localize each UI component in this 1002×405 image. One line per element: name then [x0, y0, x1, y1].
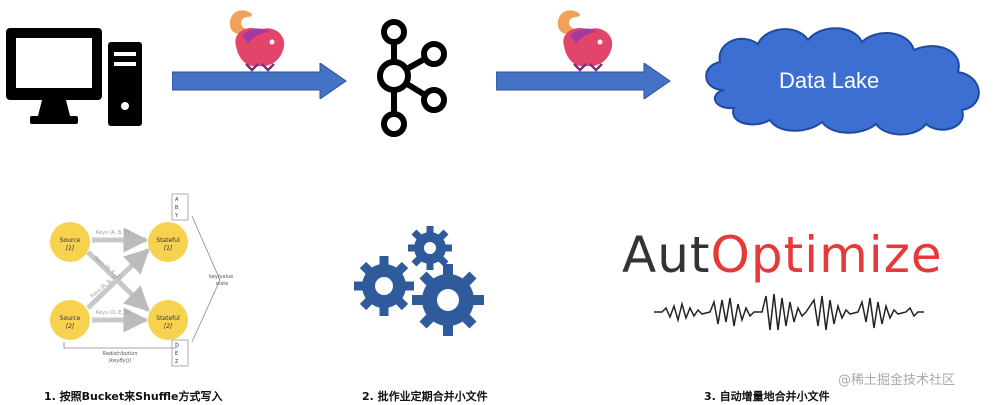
flink-logo-1-back [242, 28, 270, 44]
state-label: key/value state [209, 274, 235, 287]
tower-slot-1 [114, 52, 136, 56]
monitor-stand [38, 100, 70, 116]
flink-logo-1-eye [269, 39, 275, 45]
gears-icon [354, 226, 484, 336]
flow-arrow-1-shape [172, 63, 347, 99]
state-table-top-row-2: B [175, 205, 179, 211]
state-table-top-row-3: Y [174, 213, 179, 219]
flink-logo-1-feet [245, 63, 275, 72]
state-bracket [191, 215, 221, 343]
edge-bottom-label: Keys (D, E, Z) [96, 310, 130, 316]
tower-button [121, 102, 129, 110]
caption-3: 3. 自动增量地合并小文件 [704, 390, 830, 403]
source-node-2 [50, 300, 90, 340]
flink-logo-1-tail [229, 10, 252, 35]
state-table-top-row-1: A [175, 197, 179, 203]
autooptimize-logo: AutOptimize [622, 226, 943, 284]
flow-arrow-1 [172, 63, 347, 99]
kafka-node-lower-right [421, 87, 447, 113]
source-node-1 [50, 222, 90, 262]
data-lake-cloud-icon [705, 27, 980, 136]
flink-squirrel-logo [557, 10, 613, 72]
gear-small-top [408, 226, 452, 270]
desktop-computer-icon [6, 28, 142, 126]
flink-logo-2-tail [557, 10, 580, 35]
kafka-node-top [381, 19, 407, 45]
flink-squirrel-logo [229, 10, 285, 72]
waveform-line [654, 293, 924, 331]
state-table-bottom-row-1: D [175, 343, 179, 349]
gear-right-large [412, 264, 484, 336]
shuffle-diagram: Keys (A, B, Y) Keys (D, E, Z) Keys (D, E… [50, 193, 235, 367]
autooptimize-part-1: Aut [622, 226, 711, 284]
redistribution-label: Redistribution [102, 351, 137, 357]
stateful-2-index: [2] [164, 323, 173, 330]
source-1-label: Source [60, 237, 81, 244]
watermark: @稀土掘金技术社区 [838, 373, 956, 388]
waveform-icon [654, 293, 924, 331]
source-2-index: [2] [66, 323, 75, 330]
stateful-1-label: Stateful [156, 237, 180, 244]
stateful-node-2 [148, 300, 188, 340]
source-1-index: [1] [66, 245, 75, 252]
flink-logo-2-back [570, 28, 598, 44]
data-lake-label: Data Lake [779, 68, 880, 93]
state-label-line-1: key/value [209, 274, 233, 280]
state-table-bottom-row-3: Z [175, 359, 179, 365]
flow-arrow-2-shape [496, 63, 671, 99]
edge-top-label: Keys (A, B, Y) [96, 230, 129, 236]
autooptimize-part-2: O [710, 226, 751, 284]
kafka-node-bottom [381, 111, 407, 137]
stateful-1-index: [1] [164, 245, 173, 252]
state-table-bottom-row-2: E [175, 351, 178, 357]
flow-arrow-2 [496, 63, 671, 99]
state-table-top [171, 193, 189, 221]
monitor-screen [16, 38, 92, 88]
kafka-node-center [377, 59, 411, 93]
monitor-base [30, 116, 78, 124]
stateful-node-1 [148, 222, 188, 262]
tower-slot-2 [114, 62, 136, 66]
flink-logo-2-eye [597, 39, 603, 45]
gear-left [354, 256, 414, 316]
kafka-node-upper-right [421, 41, 447, 67]
redistribution-bracket [63, 342, 177, 349]
kafka-logo [377, 19, 447, 137]
edge-cross-up [86, 248, 150, 310]
source-2-label: Source [60, 315, 81, 322]
autooptimize-part-3: ptimize [750, 226, 943, 284]
data-lake-cloud-shape [705, 27, 980, 136]
caption-1: 1. 按照Bucket来Shuffle方式写入 [44, 390, 223, 403]
caption-2: 2. 批作业定期合并小文件 [362, 390, 488, 403]
flink-logo-2-feet [573, 63, 603, 72]
state-label-line-2: state [216, 281, 229, 287]
redistribution-sub-label: (keyBy()) [108, 358, 131, 364]
stateful-2-label: Stateful [156, 315, 180, 322]
